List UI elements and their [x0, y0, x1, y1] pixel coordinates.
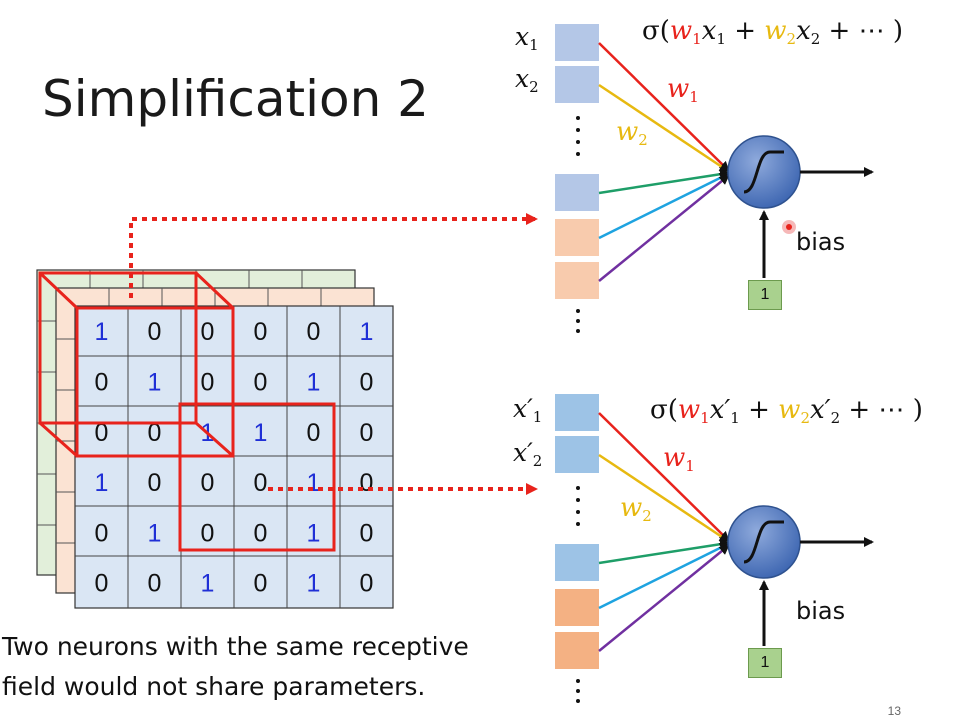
- grid-cell-r0-c3: 0: [254, 318, 268, 346]
- grid-cell-r3-c1: 0: [148, 469, 162, 497]
- grid-cell-r4-c0: 0: [95, 519, 109, 547]
- top-input-x1: [555, 24, 599, 61]
- cursor-pointer: [782, 220, 796, 234]
- top-bias-value: 1: [748, 280, 782, 310]
- grid-cell-r4-c4: 1: [307, 519, 321, 547]
- grid-cell-r3-c2: 0: [201, 469, 215, 497]
- grid-cell-r0-c4: 0: [307, 318, 321, 346]
- grid-cell-r5-c0: 0: [95, 570, 109, 598]
- page-number: 13: [887, 704, 901, 718]
- grid-cell-r4-c5: 0: [360, 519, 374, 547]
- grid-cell-r4-c2: 0: [201, 519, 215, 547]
- bottom-weight-label-w1: w1: [663, 443, 695, 475]
- slide-title: Simplification 2: [42, 70, 429, 128]
- top-bias-label: bias: [796, 228, 846, 256]
- top-input-orange-2: [555, 262, 599, 299]
- bottom-input-orange-1: [555, 589, 599, 626]
- receptive-field-cube: [38, 271, 235, 458]
- grid-cell-r3-c3: 0: [254, 469, 268, 497]
- grid-cell-r2-c1: 0: [148, 419, 162, 447]
- grid-cell-r1-c3: 0: [254, 368, 268, 396]
- top-input-x2: [555, 66, 599, 103]
- grid-cell-r0-c2: 0: [201, 318, 215, 346]
- bottom-input-x2: [555, 436, 599, 473]
- grid-cell-r5-c1: 0: [148, 570, 162, 598]
- grid-cell-r1-c0: 0: [95, 368, 109, 396]
- top-input-column: [555, 24, 599, 333]
- bottom-weight-label-w2: w2: [620, 493, 652, 525]
- grid-cell-r0-c0: 1: [95, 318, 109, 346]
- grid-cell-r2-c0: 0: [95, 419, 109, 447]
- bottom-neuron: [727, 505, 801, 579]
- bottom-bias-label: bias: [796, 597, 846, 625]
- grid-cell-r4-c1: 1: [148, 519, 162, 547]
- top-weight-label-w2: w2: [616, 117, 648, 149]
- bottom-input-blue-3: [555, 544, 599, 581]
- bottom-input-orange-2: [555, 632, 599, 669]
- grid-cell-r5-c5: 0: [360, 570, 374, 598]
- bottom-input-column: [555, 394, 599, 703]
- bottom-bias-value: 1: [748, 648, 782, 678]
- bottom-weight-lines: [598, 412, 730, 652]
- top-weight-label-w1: w1: [667, 74, 699, 106]
- grid-cell-r3-c0: 1: [95, 469, 109, 497]
- grid-cell-r3-c5: 0: [360, 469, 374, 497]
- top-formula: σ(w1x1 + w2x2 + ⋯ ): [642, 16, 904, 48]
- grid-cell-r5-c2: 1: [201, 570, 215, 598]
- grid-cell-r5-c3: 0: [254, 570, 268, 598]
- bottom-input-x1: [555, 394, 599, 431]
- grid-cell-r0-c1: 0: [148, 318, 162, 346]
- grid-cell-r5-c4: 1: [307, 570, 321, 598]
- bottom-formula: σ(w1x′1 + w2x′2 + ⋯ ): [650, 395, 923, 427]
- top-weight-lines: [598, 42, 730, 282]
- grid-cell-r2-c3: 1: [254, 419, 268, 447]
- grid-cell-r2-c4: 0: [307, 419, 321, 447]
- grid-cell-r4-c3: 0: [254, 519, 268, 547]
- bottom-label-x2: x′2: [513, 438, 543, 470]
- receptive-field-second: [178, 402, 336, 552]
- grid-cell-r3-c4: 1: [307, 469, 321, 497]
- bottom-label-x1: x′1: [513, 394, 543, 426]
- grid-cell-r1-c5: 0: [360, 368, 374, 396]
- top-neuron: [727, 135, 801, 209]
- top-input-blue-3: [555, 174, 599, 211]
- top-label-x1: x1: [515, 22, 539, 54]
- top-input-orange-1: [555, 219, 599, 256]
- grid-cell-r1-c2: 0: [201, 368, 215, 396]
- grid-cell-r1-c4: 1: [307, 368, 321, 396]
- caption-line-1: Two neurons with the same receptive: [2, 632, 469, 661]
- caption-line-2: field would not share parameters.: [2, 672, 426, 701]
- grid-cell-r1-c1: 1: [148, 368, 162, 396]
- top-label-x2: x2: [515, 64, 539, 96]
- grid-cell-r2-c5: 0: [360, 419, 374, 447]
- grid-cell-r0-c5: 1: [360, 318, 374, 346]
